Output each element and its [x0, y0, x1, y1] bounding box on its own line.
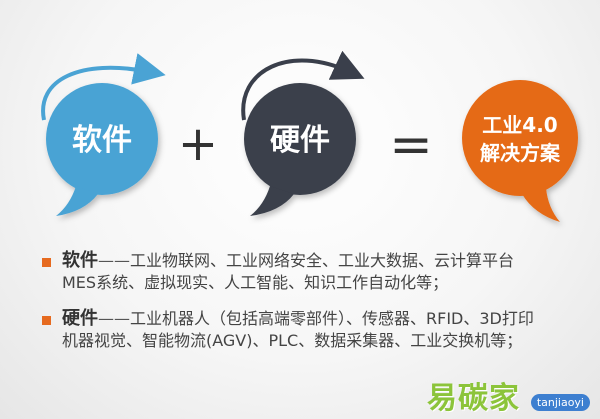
bullet-hardware-line2: 机器视觉、智能物流(AGV)、PLC、数据采集器、工业交换机等；	[62, 331, 523, 350]
bullet-software-line2: MES系统、虚拟现实、人工智能、知识工作自动化等；	[62, 273, 449, 292]
bullet-hardware-line1: 硬件——工业机器人（包括高端零部件）、传感器、RFID、3D打印	[62, 308, 585, 330]
bullet-software-dash: ——	[98, 251, 130, 270]
bullet-hardware-title: 硬件	[62, 308, 98, 329]
bullet-software-line1: 软件——工业物联网、工业网络安全、工业大数据、云计算平台	[62, 250, 585, 272]
bullet-square-icon	[42, 316, 51, 325]
software-bubble	[46, 83, 158, 216]
hardware-arrow	[241, 50, 365, 121]
hardware-bubble	[244, 83, 356, 216]
bullet-hardware-dash: ——	[98, 309, 130, 328]
solution-bubble	[462, 80, 578, 222]
hardware-label: 硬件	[270, 123, 330, 158]
watermark-logo: 易碳家	[427, 381, 520, 416]
bullet-square-icon	[42, 258, 51, 267]
software-arrow	[41, 53, 166, 121]
equals-sign: =	[389, 115, 433, 175]
bullet-software-text1: 工业物联网、工业网络安全、工业大数据、云计算平台	[130, 251, 515, 270]
software-label: 软件	[72, 123, 132, 158]
bullet-hardware: 硬件——工业机器人（包括高端零部件）、传感器、RFID、3D打印 机器视觉、智能…	[40, 308, 585, 352]
bullet-list: 软件——工业物联网、工业网络安全、工业大数据、云计算平台 MES系统、虚拟现实、…	[40, 250, 585, 366]
bullet-software: 软件——工业物联网、工业网络安全、工业大数据、云计算平台 MES系统、虚拟现实、…	[40, 250, 585, 294]
solution-line1: 工业4.0	[482, 113, 557, 137]
bullet-software-title: 软件	[62, 250, 98, 271]
plus-sign: +	[178, 116, 218, 172]
watermark-domain: tanjiaoyi	[530, 394, 590, 411]
bullet-hardware-text1: 工业机器人（包括高端零部件）、传感器、RFID、3D打印	[130, 309, 534, 328]
solution-line2: 解决方案	[480, 141, 561, 165]
